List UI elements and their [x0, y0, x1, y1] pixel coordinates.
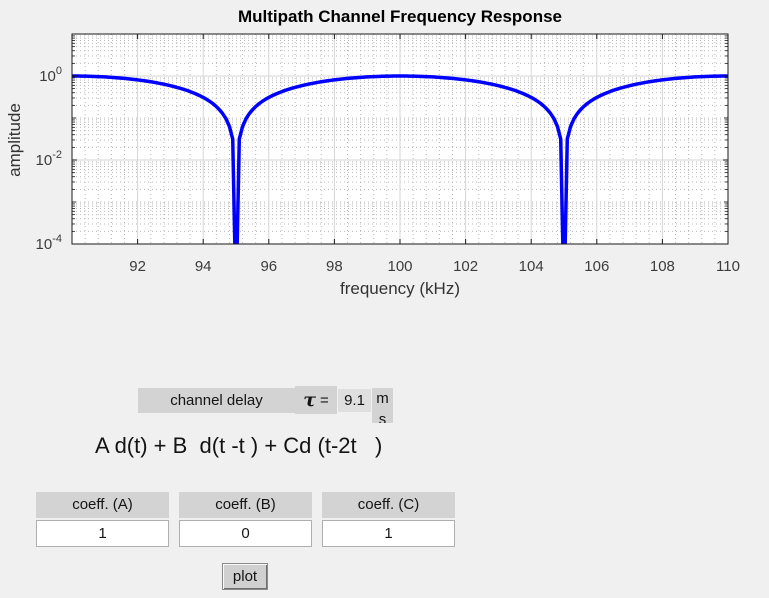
- coeff-b-input[interactable]: [179, 520, 312, 547]
- chart-title: Multipath Channel Frequency Response: [238, 7, 562, 26]
- coeff-a-input[interactable]: [36, 520, 169, 547]
- tau-symbol: τ: [303, 388, 317, 411]
- coeff-column-b: coeff. (B): [179, 492, 312, 547]
- svg-text:100: 100: [387, 258, 412, 275]
- svg-text:104: 104: [519, 258, 544, 275]
- tau-equals-label: τ =: [295, 386, 337, 414]
- coeff-c-header: coeff. (C): [322, 492, 455, 518]
- svg-text:10-4: 10-4: [36, 233, 62, 253]
- frequency-response-chart: 92 94 96 98 100 102 104 106 108 110 100 10-2 10-4: [36, 33, 740, 275]
- coeff-column-a: coeff. (A): [36, 492, 169, 547]
- delay-units-line1: m: [376, 390, 389, 407]
- svg-text:98: 98: [326, 258, 343, 275]
- delay-units-line2: s: [378, 411, 387, 423]
- coeff-c-input[interactable]: [322, 520, 455, 547]
- svg-text:108: 108: [650, 258, 675, 275]
- svg-text:102: 102: [453, 258, 478, 275]
- channel-delay-input[interactable]: [338, 389, 371, 412]
- plot-button[interactable]: plot: [222, 563, 268, 590]
- y-axis-label: amplitude: [5, 103, 24, 177]
- coeff-b-header: coeff. (B): [179, 492, 312, 518]
- svg-text:92: 92: [129, 258, 146, 275]
- coeff-column-c: coeff. (C): [322, 492, 455, 547]
- svg-text:96: 96: [260, 258, 277, 275]
- svg-text:106: 106: [584, 258, 609, 275]
- delay-units-label: m s: [372, 388, 393, 423]
- svg-text:100: 100: [39, 65, 62, 85]
- svg-text:110: 110: [716, 258, 740, 275]
- x-axis-label: frequency (kHz): [340, 279, 460, 298]
- coeff-a-header: coeff. (A): [36, 492, 169, 518]
- equals-sign: =: [320, 391, 329, 409]
- impulse-response-formula: A d(t) + B d(t -t ) + Cd (t-2t ): [95, 433, 383, 458]
- svg-text:94: 94: [195, 258, 212, 275]
- svg-text:10-2: 10-2: [36, 149, 62, 169]
- channel-delay-label: channel delay: [138, 388, 295, 413]
